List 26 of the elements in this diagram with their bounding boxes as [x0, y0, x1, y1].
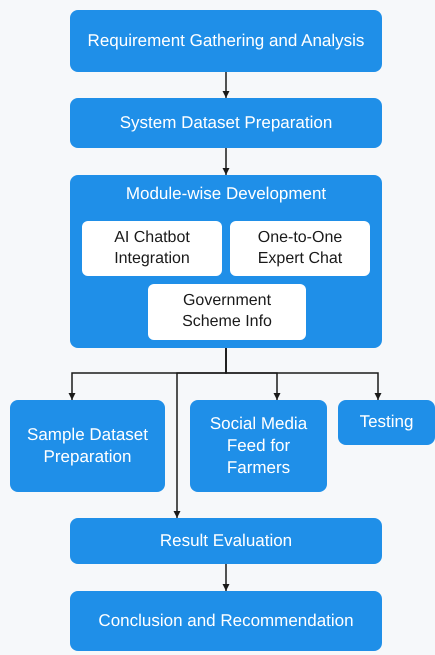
- step-label: Social Media Feed for Farmers: [208, 412, 308, 480]
- arrow: [222, 564, 230, 591]
- step-label: Sample Dataset Preparation: [26, 424, 149, 468]
- process-box: [70, 518, 382, 564]
- group-heading: Module-wise Development: [126, 183, 326, 205]
- module-box: [82, 221, 222, 276]
- module-group-box: [70, 175, 382, 348]
- process-box: [70, 10, 382, 72]
- step-label: Government Scheme Info: [181, 291, 273, 332]
- process-box: [10, 400, 165, 492]
- module-box: [230, 221, 370, 276]
- process-box: [70, 591, 382, 651]
- step-label: Conclusion and Recommendation: [98, 610, 354, 632]
- step-label: AI Chatbot Integration: [113, 228, 191, 268]
- arrow: [174, 348, 227, 518]
- arrow: [222, 72, 230, 98]
- step-label: System Dataset Preparation: [120, 112, 332, 134]
- module-box: [148, 284, 306, 340]
- process-box: [338, 400, 435, 445]
- step-label: Testing: [360, 411, 414, 434]
- process-box: [190, 400, 327, 492]
- step-label: One-to-One Expert Chat: [256, 228, 344, 268]
- step-label: Result Evaluation: [160, 530, 292, 552]
- arrow: [222, 148, 230, 175]
- process-box: [70, 98, 382, 148]
- step-label: Requirement Gathering and Analysis: [88, 30, 364, 52]
